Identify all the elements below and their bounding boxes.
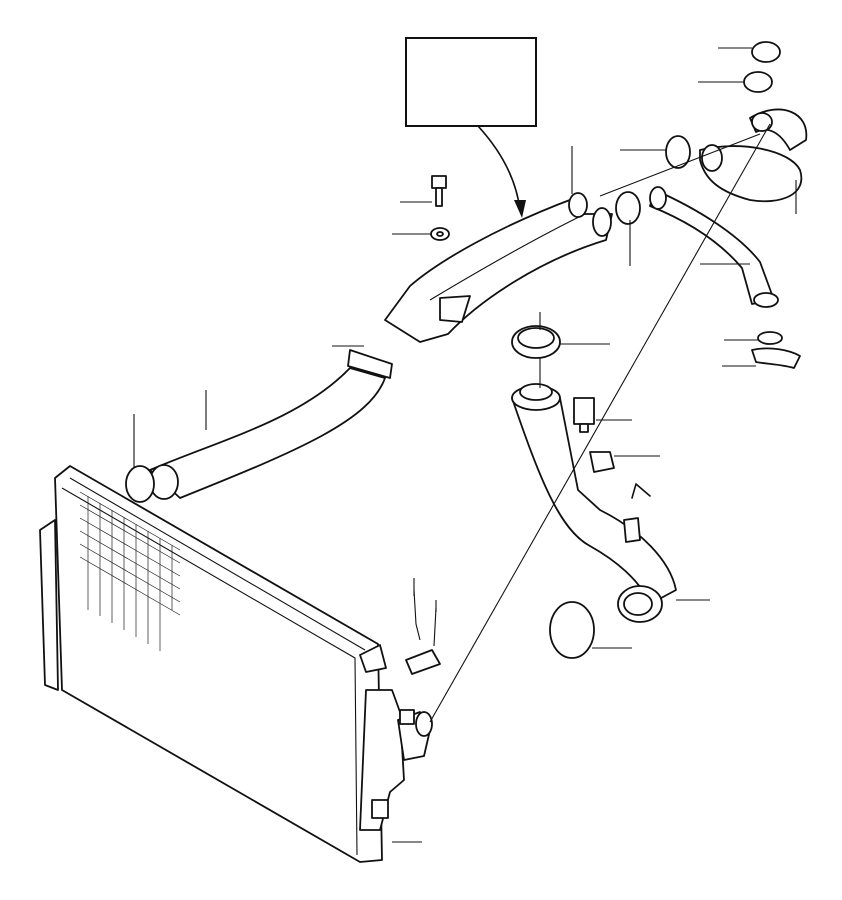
hose-upper-right <box>699 108 808 203</box>
charge-pipe-upper <box>384 192 613 343</box>
clamp-left <box>125 465 155 503</box>
callout-box <box>405 37 537 218</box>
clamp-center <box>511 325 561 359</box>
leader-lines <box>133 47 797 843</box>
clamp-lower-right <box>751 331 801 369</box>
clamp-lower-center <box>549 601 595 659</box>
bolt <box>430 175 450 241</box>
bracket <box>399 589 441 725</box>
hose-mid-right <box>649 186 779 308</box>
elbow-hose <box>511 383 677 623</box>
clamp-top-right <box>743 41 781 93</box>
intercooler-inlet-hose <box>149 349 393 500</box>
clamp-upper-middle <box>615 135 691 225</box>
connector <box>589 451 615 473</box>
intercooler-grid <box>79 491 181 651</box>
intercooler <box>39 465 433 863</box>
sensor <box>573 397 595 433</box>
